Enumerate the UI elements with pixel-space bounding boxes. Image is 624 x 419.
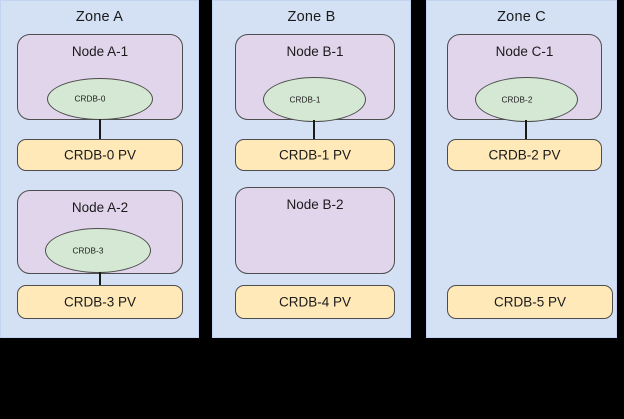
node-b-2-title: Node B-2: [286, 197, 344, 212]
pod-crdb-2-label: CRDB-2: [501, 95, 533, 104]
pv-crdb-5[interactable]: CRDB-5 PV: [447, 285, 613, 319]
node-b-2[interactable]: Node B-2: [235, 187, 395, 274]
pod-crdb-1[interactable]: CRDB-1: [263, 77, 366, 122]
pv-crdb-1[interactable]: CRDB-1 PV: [235, 139, 395, 171]
pv-crdb-1-label: CRDB-1 PV: [278, 147, 351, 163]
pv-crdb-0-label: CRDB-0 PV: [63, 147, 136, 163]
pv-crdb-3-label: CRDB-3 PV: [63, 294, 136, 310]
connector-crdb-2: [525, 120, 527, 139]
node-b-1-title: Node B-1: [286, 44, 344, 59]
pv-crdb-0[interactable]: CRDB-0 PV: [17, 139, 183, 171]
node-a-2-title: Node A-2: [71, 200, 129, 215]
pv-crdb-4-label: CRDB-4 PV: [278, 294, 351, 310]
pod-crdb-0[interactable]: CRDB-0: [47, 78, 153, 120]
connector-crdb-3: [99, 272, 101, 285]
pod-crdb-3[interactable]: CRDB-3: [45, 228, 151, 273]
pod-crdb-2[interactable]: CRDB-2: [475, 77, 578, 122]
pod-crdb-3-label: CRDB-3: [72, 246, 104, 255]
connector-crdb-0: [99, 119, 101, 139]
node-a-1-title: Node A-1: [71, 44, 129, 59]
cylinder-shape: [45, 228, 151, 273]
zone-c-title: Zone C: [497, 9, 546, 25]
pod-crdb-1-label: CRDB-1: [289, 95, 321, 104]
pv-crdb-2-label: CRDB-2 PV: [488, 147, 561, 163]
zone-b-title: Zone B: [287, 9, 336, 25]
pv-crdb-3[interactable]: CRDB-3 PV: [17, 285, 183, 319]
zone-b[interactable]: Zone B Node B-1 CRDB-1 CRDB-1 PV Node B-…: [212, 0, 411, 338]
zone-a-title: Zone A: [75, 9, 124, 25]
node-c-1-title: Node C-1: [495, 44, 554, 59]
zone-a[interactable]: Zone A Node A-1 CRDB-0 CRDB-0 PV Node A-…: [0, 0, 199, 338]
pv-crdb-5-label: CRDB-5 PV: [493, 294, 566, 310]
connector-crdb-1: [313, 120, 315, 139]
pod-crdb-0-label: CRDB-0: [74, 94, 106, 104]
pv-crdb-4[interactable]: CRDB-4 PV: [235, 285, 395, 319]
zone-c[interactable]: Zone C Node C-1 CRDB-2 CRDB-2 PV CRDB-5 …: [426, 0, 617, 338]
pv-crdb-2[interactable]: CRDB-2 PV: [447, 139, 602, 171]
